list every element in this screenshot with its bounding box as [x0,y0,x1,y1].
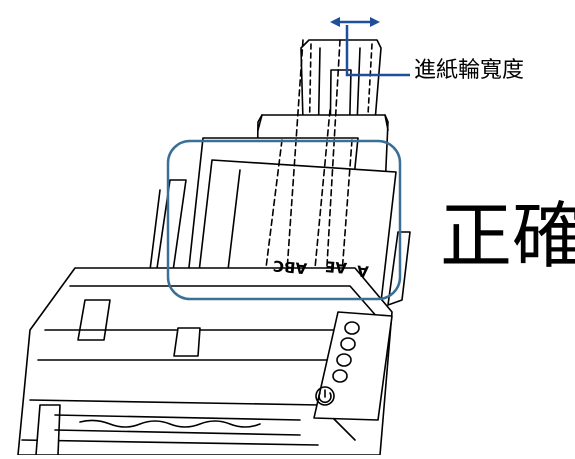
correct-label: 正確 [440,194,575,278]
operator-panel [313,311,393,421]
roller-highlight-box [166,139,402,301]
paper-text-a: A [356,261,370,281]
paper-text-abc: ABC [272,256,308,278]
output-stacker [35,404,301,456]
cover-handle [173,327,201,357]
roller-width-label: 進紙輪寬度 [414,58,525,83]
width-arrow [330,17,380,27]
callout-leader [345,25,410,77]
paper-text-ae: AE [324,257,348,277]
